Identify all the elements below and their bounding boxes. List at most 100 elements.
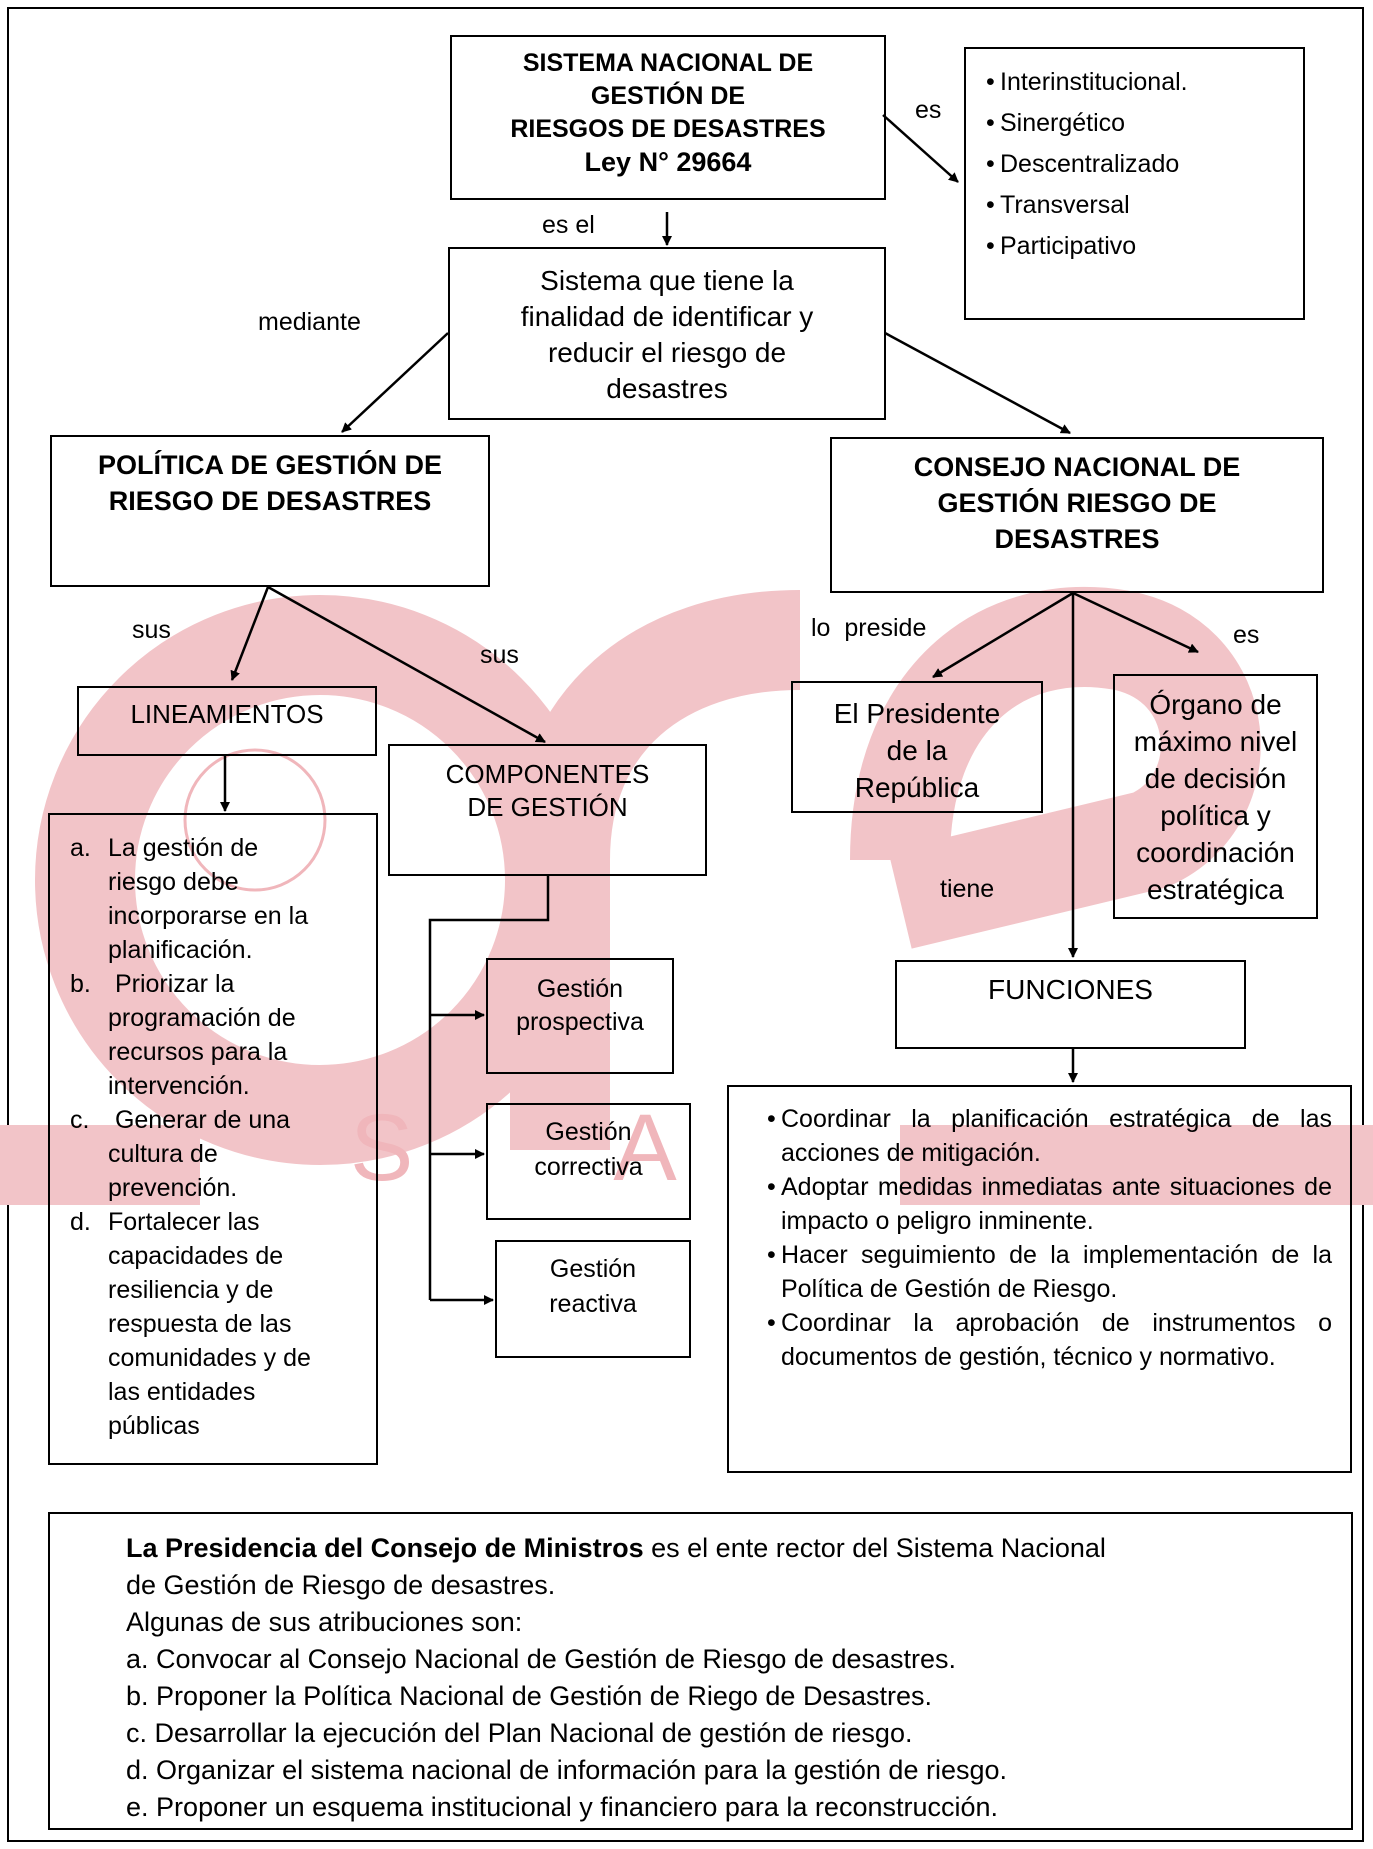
definition-line-4: desastres bbox=[606, 373, 728, 404]
watermark-bar-left bbox=[0, 1125, 200, 1205]
characteristic-item: Participativo bbox=[986, 226, 1303, 267]
lineamiento-line: públicas bbox=[108, 1412, 200, 1440]
lineamientos-list: a. La gestión de riesgo debe incorporars… bbox=[50, 831, 376, 1443]
note-lead-rest: es el ente rector del Sistema Nacional bbox=[643, 1533, 1106, 1563]
note-item: c. Desarrollar la ejecución del Plan Nac… bbox=[126, 1715, 1351, 1752]
componente-line: prospectiva bbox=[516, 1008, 644, 1036]
presidente-line-2: de la bbox=[886, 735, 948, 766]
presidente-line-1: El Presidente bbox=[833, 698, 1001, 729]
lineamiento-item: a. La gestión de riesgo debe incorporars… bbox=[50, 831, 376, 967]
organo-line-6: estratégica bbox=[1147, 874, 1284, 905]
funcion-item: Hacer seguimiento de la implementación d… bbox=[767, 1238, 1332, 1306]
note-item-marker: b. bbox=[126, 1681, 149, 1711]
lineamiento-line: Fortalecer las bbox=[108, 1208, 260, 1236]
note-item: d. Organizar el sistema nacional de info… bbox=[126, 1752, 1351, 1789]
lineamiento-line: planificación. bbox=[108, 936, 253, 964]
root-title-line-2: GESTIÓN DE bbox=[590, 82, 746, 110]
organo-line-1: Órgano de bbox=[1149, 689, 1282, 720]
watermark-shapes bbox=[35, 587, 1261, 1165]
lineamiento-line: comunidades y de bbox=[108, 1344, 311, 1372]
arrow-politica-to-lineamientos bbox=[230, 586, 270, 681]
presidente-line-3: República bbox=[854, 772, 980, 803]
componente-line: Gestión bbox=[536, 975, 624, 1003]
lineamientos-box: LINEAMIENTOS bbox=[77, 686, 377, 756]
funcion-item: Adoptar medidas inmediatas ante situacio… bbox=[767, 1170, 1332, 1238]
note-item-text: Organizar el sistema nacional de informa… bbox=[156, 1755, 1008, 1785]
note-intro: Algunas de sus atribuciones son: bbox=[126, 1607, 523, 1637]
label-tiene: tiene bbox=[940, 875, 995, 903]
label-lo-preside: lo preside bbox=[811, 614, 927, 642]
characteristic-item: Transversal bbox=[986, 185, 1303, 226]
watermark-letters: SA bbox=[350, 1095, 877, 1201]
arrow-consejo-to-organo bbox=[1072, 591, 1199, 654]
label-es-el: es el bbox=[542, 211, 595, 239]
note-item-marker: e. bbox=[126, 1792, 149, 1822]
note-item-marker: a. bbox=[126, 1644, 149, 1674]
lineamiento-line: Priorizar la bbox=[108, 970, 235, 998]
watermark-arc-middle bbox=[510, 590, 801, 1150]
lineamiento-line: las entidades bbox=[108, 1378, 256, 1406]
note-lead-bold: La Presidencia del Consejo de Ministros bbox=[126, 1533, 644, 1563]
note-lead-line2: de Gestión de Riesgo de desastres. bbox=[126, 1570, 556, 1600]
funciones-list: Coordinar la planificación estratégica d… bbox=[767, 1102, 1332, 1374]
label-sus-componentes: sus bbox=[480, 641, 519, 669]
politica-box: POLÍTICA DE GESTIÓN DE RIESGO DE DESASTR… bbox=[50, 435, 490, 587]
funcion-item: Coordinar la aprobación de instrumentos … bbox=[767, 1306, 1332, 1374]
lineamiento-line: programación de bbox=[108, 1004, 296, 1032]
page-frame bbox=[7, 7, 1364, 1842]
lineamiento-line: respuesta de las bbox=[108, 1310, 292, 1338]
note-item-text: Proponer la Política Nacional de Gestión… bbox=[156, 1681, 932, 1711]
consejo-title-line-1: CONSEJO NACIONAL DE bbox=[913, 452, 1241, 482]
root-title-line-3: RIESGOS DE DESASTRES bbox=[510, 115, 826, 143]
note-item: e. Proponer un esquema institucional y f… bbox=[126, 1789, 1351, 1826]
characteristics-list: Interinstitucional. Sinergético Descentr… bbox=[986, 62, 1303, 267]
lineamiento-item: d. Fortalecer las capacidades de resilie… bbox=[50, 1205, 376, 1443]
lineamiento-line: recursos para la bbox=[108, 1038, 288, 1066]
funciones-box: FUNCIONES bbox=[895, 960, 1246, 1049]
funciones-title: FUNCIONES bbox=[988, 974, 1153, 1005]
gestion-prospectiva-box: Gestión prospectiva bbox=[486, 958, 674, 1074]
lineamiento-line: resiliencia y de bbox=[108, 1276, 274, 1304]
connector-componentes-trunk bbox=[428, 874, 550, 1300]
definition-box: Sistema que tiene la finalidad de identi… bbox=[448, 247, 886, 420]
componentes-title-line-2: DE GESTIÓN bbox=[467, 792, 628, 822]
arrow-politica-to-componentes bbox=[267, 585, 546, 744]
root-title-line-4: Ley N° 29664 bbox=[584, 147, 752, 177]
funciones-list-box: Coordinar la planificación estratégica d… bbox=[727, 1085, 1352, 1473]
lineamiento-line: La gestión de bbox=[108, 834, 259, 862]
lineamiento-marker: a. bbox=[70, 834, 91, 862]
organo-line-3: de decisión bbox=[1144, 763, 1287, 794]
lineamiento-line: incorporarse en la bbox=[108, 902, 309, 930]
definition-line-3: reducir el riesgo de bbox=[547, 337, 787, 368]
watermark-arc-right bbox=[850, 587, 1261, 949]
note-item-marker: d. bbox=[126, 1755, 149, 1785]
definition-line-1: Sistema que tiene la bbox=[540, 265, 794, 296]
consejo-box: CONSEJO NACIONAL DE GESTIÓN RIESGO DE DE… bbox=[830, 437, 1324, 593]
presidente-box: El Presidente de la República bbox=[791, 681, 1043, 813]
gestion-correctiva-box: Gestión correctiva bbox=[486, 1103, 691, 1220]
lineamiento-marker: c. bbox=[70, 1106, 90, 1134]
lineamiento-line: cultura de bbox=[108, 1140, 218, 1168]
organo-box: Órgano de máximo nivel de decisión polít… bbox=[1113, 674, 1318, 919]
lineamiento-item: b. Priorizar la programación de recursos… bbox=[50, 967, 376, 1103]
arrow-consejo-to-presidente bbox=[932, 591, 1074, 679]
arrow-definition-to-politica bbox=[341, 332, 449, 433]
consejo-title-line-3: DESASTRES bbox=[994, 524, 1160, 554]
lineamiento-marker: b. bbox=[70, 970, 91, 998]
funcion-item: Coordinar la planificación estratégica d… bbox=[767, 1102, 1332, 1170]
arrow-root-to-characteristics bbox=[882, 114, 959, 183]
lineamiento-line: prevención. bbox=[108, 1174, 238, 1202]
organo-line-5: coordinación bbox=[1136, 837, 1295, 868]
lineamiento-marker: d. bbox=[70, 1208, 91, 1236]
characteristics-box: Interinstitucional. Sinergético Descentr… bbox=[964, 47, 1305, 320]
note-item-text: Desarrollar la ejecución del Plan Nacion… bbox=[154, 1718, 913, 1748]
componente-line: Gestión bbox=[549, 1255, 637, 1283]
lineamiento-line: Generar de una bbox=[108, 1106, 291, 1134]
label-es-organo: es bbox=[1233, 621, 1260, 649]
note-box: La Presidencia del Consejo de Ministros … bbox=[48, 1512, 1353, 1830]
label-es-characteristics: es bbox=[915, 96, 942, 124]
consejo-title-line-2: GESTIÓN RIESGO DE bbox=[937, 488, 1217, 518]
root-title-line-1: SISTEMA NACIONAL DE bbox=[522, 49, 814, 77]
characteristic-item: Descentralizado bbox=[986, 144, 1303, 185]
